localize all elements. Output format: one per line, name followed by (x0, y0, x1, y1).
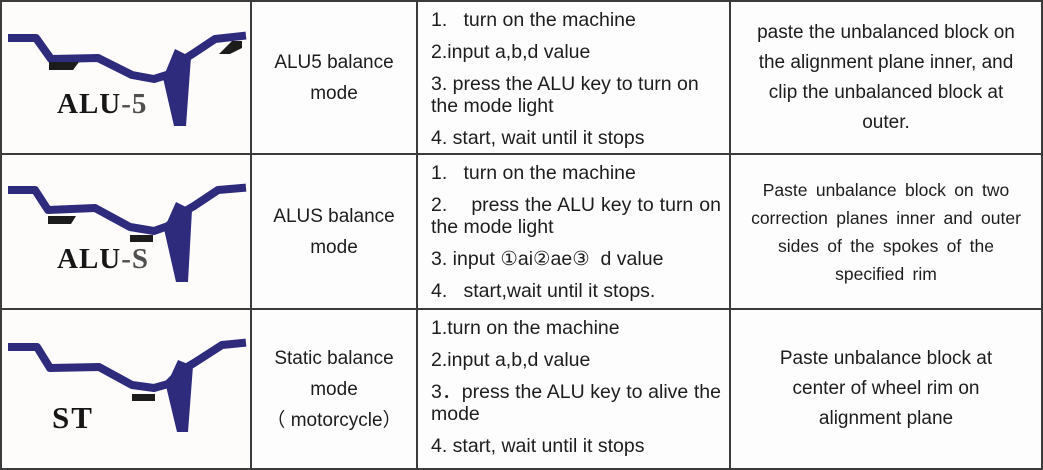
description-text: Paste unbalance block at center of wheel… (779, 348, 993, 429)
alus-rim-profile-icon (8, 183, 247, 282)
table-cell-st-icon: ST (2, 310, 252, 468)
table-cell-alu5-mode: ALU5 balance mode (252, 2, 418, 155)
step-item: 2.input a,b,d value (431, 41, 591, 63)
mode-name: ALUS balance mode (273, 205, 395, 258)
table-cell-st-steps: 1.turn on the machine 2.input a,b,d valu… (418, 310, 731, 468)
step-item: 3. input ①ai②ae③ d value (431, 248, 664, 270)
alus-icon-label: ALU-S (57, 243, 149, 276)
alu5-icon-label: ALU-5 (57, 88, 147, 121)
mode-name: Static balance mode (274, 347, 394, 400)
table-cell-st-description: Paste unbalance block at center of wheel… (731, 310, 1041, 468)
st-icon-label: ST (52, 400, 94, 436)
step-item: 1. turn on the machine (431, 162, 636, 184)
step-item: 3．press the ALU key to alive the mode (431, 381, 727, 425)
step-item: 1. turn on the machine (431, 9, 636, 31)
table-cell-alus-steps: 1. turn on the machine 2. press the ALU … (418, 155, 731, 310)
description-text: Paste unbalance block on two correction … (751, 179, 1021, 284)
table-cell-alus-icon: ALU-S (2, 155, 252, 310)
mode-name: ALU5 balance mode (274, 51, 394, 104)
step-item: 4. start,wait until it stops. (431, 280, 656, 302)
step-item: 3. press the ALU key to turn on the mode… (431, 73, 705, 117)
step-item: 1.turn on the machine (431, 317, 620, 339)
table-cell-alu5-icon: ALU-5 (2, 2, 252, 155)
alu5-label-suffix: -5 (121, 88, 148, 120)
alu5-rim-profile-icon (8, 31, 247, 126)
st-rim-profile-icon (8, 338, 247, 432)
alu5-label-main: ALU (57, 88, 122, 120)
alus-label-main: ALU (57, 243, 122, 275)
table-cell-alu5-steps: 1. turn on the machine 2.input a,b,d val… (418, 2, 731, 155)
alus-label-suffix: -S (121, 243, 150, 275)
table-cell-alus-mode: ALUS balance mode (252, 155, 418, 310)
table-cell-alu5-description: paste the unbalanced block on the alignm… (731, 2, 1041, 155)
description-text: paste the unbalanced block on the alignm… (757, 21, 1015, 133)
step-item: 2.input a,b,d value (431, 349, 591, 371)
step-item: 2. press the ALU key to turn on the mode… (431, 194, 727, 238)
step-item: 4. start, wait until it stops (431, 127, 645, 149)
st-label-main: ST (52, 400, 94, 435)
step-item: 4. start, wait until it stops (431, 435, 645, 457)
table-cell-st-mode: Static balance mode （ motorcycle） (252, 310, 418, 468)
mode-note: （ motorcycle） (266, 409, 402, 431)
table-cell-alus-description: Paste unbalance block on two correction … (731, 155, 1041, 310)
